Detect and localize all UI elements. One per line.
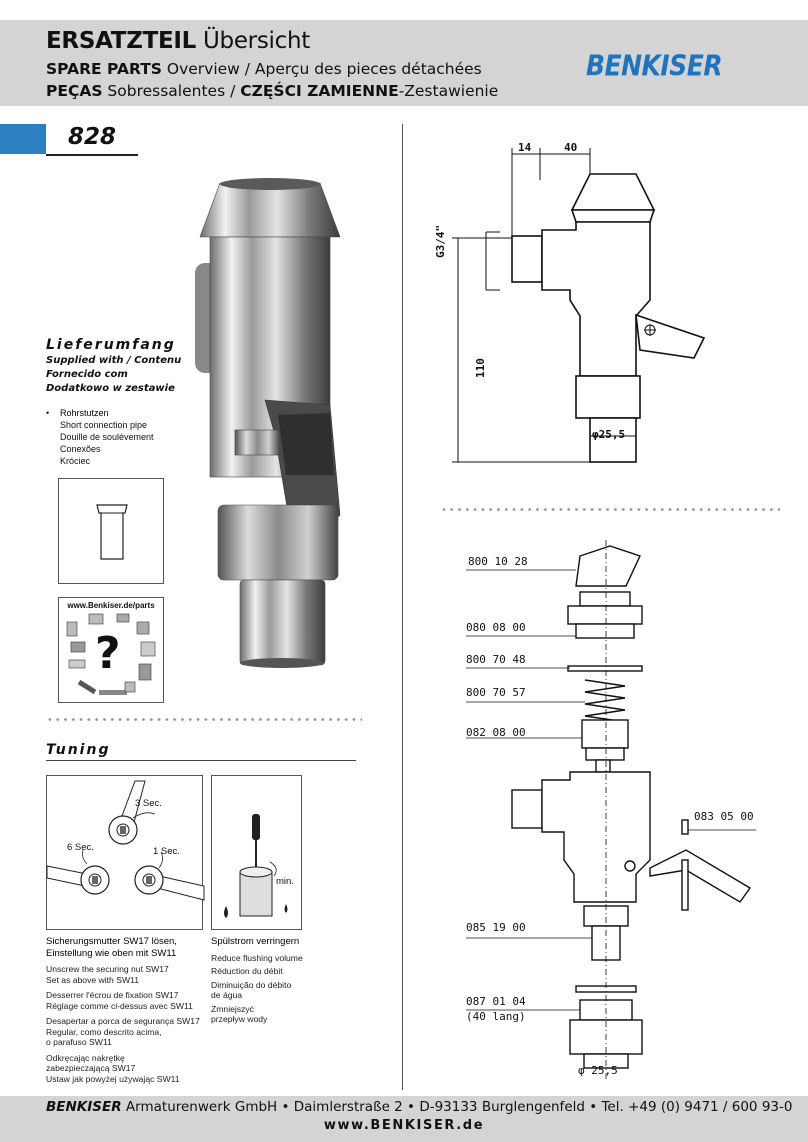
part-800-70-57: 800 70 57: [466, 686, 526, 699]
part-087-01-04: 087 01 04: [466, 995, 526, 1008]
header-bar: ERSATZTEIL Übersicht SPARE PARTS Overvie…: [0, 20, 808, 106]
exploded-view-drawing: [466, 540, 756, 1080]
website-link[interactable]: www.BENKISER.de: [323, 1118, 485, 1133]
part-085-19-00: 085 19 00: [466, 921, 526, 934]
dim-14: 14: [518, 141, 532, 154]
lieferumfang-subtitle: Supplied with / Contenu Fornecido com Do…: [46, 355, 182, 394]
title-pt-pl: PEÇAS Sobressalentes / CZĘŚCI ZAMIENNE-Z…: [46, 82, 499, 100]
label-6-sec: 6 Sec.: [67, 842, 94, 853]
tuning-right-text: Spülstrom verringern Reduce flushing vol…: [211, 936, 303, 1024]
parts-collage: [66, 613, 156, 695]
part-083-05-00: 083 05 00: [694, 810, 754, 823]
part-800-10-28: 800 10 28: [468, 555, 528, 568]
exploded-phi-255: φ 25,5: [578, 1064, 618, 1077]
technical-drawing: [452, 148, 706, 463]
label-min: min.: [276, 876, 294, 887]
title-en-fr: SPARE PARTS Overview / Aperçu des pieces…: [46, 60, 482, 78]
label-1-sec: 1 Sec.: [153, 846, 180, 857]
dim-40: 40: [564, 141, 578, 154]
tuning-diagram-left: 3 Sec. 6 Sec. 1 Sec.: [46, 775, 205, 930]
model-number: 828: [68, 124, 117, 150]
model-underline: [46, 154, 138, 156]
connection-pipe-box: [58, 478, 164, 584]
dotted-divider-left: [46, 718, 362, 721]
footer-logo: BENKISER: [46, 1099, 122, 1115]
footer-bar: BENKISER Armaturenwerk GmbH • Daimlerstr…: [0, 1096, 808, 1142]
dim-phi-255: φ25,5: [592, 428, 626, 441]
dim-g34: G3/4": [434, 224, 447, 258]
tuning-title: Tuning: [46, 742, 111, 758]
question-mark-icon: ?: [95, 628, 121, 679]
screwdriver-drawing: [224, 814, 288, 918]
parts-url-link[interactable]: www.Benkiser.de/parts: [67, 601, 155, 610]
tuning-left-text: Sicherungsmutter SW17 lösen,Einstellung …: [46, 936, 200, 1084]
dim-110: 110: [474, 358, 487, 378]
lieferumfang-title: Lieferumfang: [46, 337, 176, 353]
part-082-08-00: 082 08 00: [466, 726, 526, 739]
title-de: ERSATZTEIL Übersicht: [46, 28, 310, 54]
column-divider: [402, 124, 403, 1090]
parts-link-box[interactable]: ?: [58, 597, 164, 703]
label-3-sec: 3 Sec.: [135, 798, 162, 809]
company-address: BENKISER Armaturenwerk GmbH • Daimlerstr…: [46, 1099, 793, 1115]
dotted-divider-right: [440, 508, 780, 511]
product-photo: [195, 178, 341, 668]
benkiser-logo: BENKISER: [586, 48, 723, 83]
wrench-positions-drawing: [46, 780, 205, 901]
model-tab-accent: [0, 124, 46, 154]
part-800-70-48: 800 70 48: [466, 653, 526, 666]
part-note-40-lang: (40 lang): [466, 1010, 526, 1023]
part-080-08-00: 080 08 00: [466, 621, 526, 634]
connection-pipe-drawing: [96, 504, 128, 560]
tuning-underline: [46, 760, 356, 761]
tuning-diagram-right: min.: [211, 775, 302, 930]
